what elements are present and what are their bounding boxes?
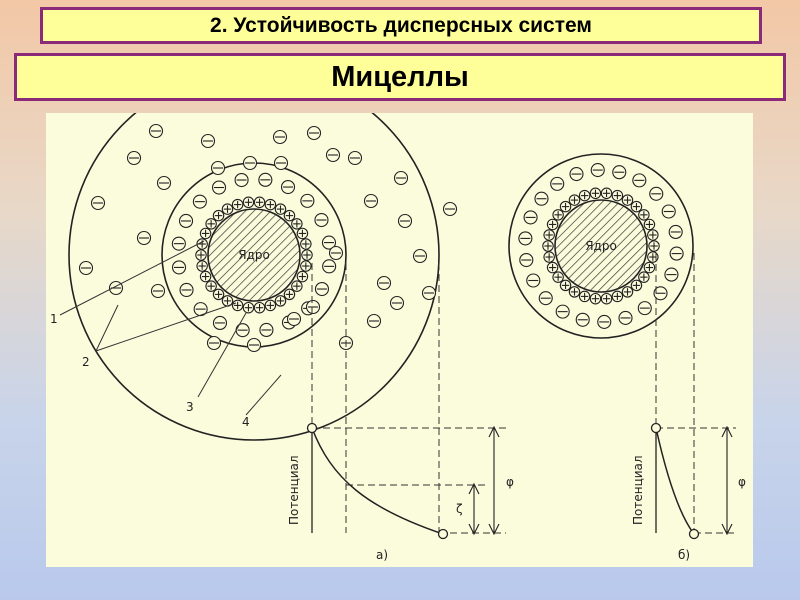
core-label-b: Ядро (585, 239, 617, 253)
diffuse-counterions-a (78, 123, 458, 353)
projection-lines-b (655, 253, 736, 534)
callout-2: 2 (82, 355, 90, 369)
potential-determining-ions-a (195, 196, 313, 314)
potential-plot-a (306, 422, 500, 540)
micelle-b (508, 153, 694, 339)
potential-axis-label-b: Потенциал (631, 455, 645, 525)
micelle-figure: Ядро 1 2 3 4 (46, 113, 753, 567)
potential-axis-label-a: Потенциал (287, 455, 301, 525)
callout-4: 4 (242, 415, 250, 429)
slide-subtitle: Мицеллы (331, 60, 469, 93)
adsorbed-counterions-b (518, 163, 684, 329)
callout-3: 3 (186, 400, 194, 414)
zeta-label: ζ (456, 502, 463, 516)
phi-label-b: φ (738, 475, 746, 489)
title-banner: 2. Устойчивость дисперсных систем (40, 7, 762, 44)
core-a (207, 208, 301, 302)
callout-lines (59, 240, 282, 416)
phi-label-a: φ (506, 475, 514, 489)
potential-plot-b (650, 422, 733, 540)
micelle-diagram: Ядро 1 2 3 4 (50, 113, 746, 562)
projection-lines-a (311, 263, 506, 534)
panel-b-label: б) (678, 548, 690, 562)
panel-a-label: а) (376, 548, 388, 562)
micelle-b-boundary (508, 153, 694, 339)
slide-title: 2. Устойчивость дисперсных систем (210, 13, 592, 37)
callout-1: 1 (50, 312, 58, 326)
adsorbed-counterions-a (171, 172, 337, 338)
core-b (554, 199, 648, 293)
potential-determining-ions-b (542, 187, 660, 305)
micelle-a (68, 113, 458, 441)
core-label-a: Ядро (238, 248, 270, 262)
subtitle-banner: Мицеллы (14, 53, 786, 101)
diffuse-layer-boundary (68, 113, 440, 441)
